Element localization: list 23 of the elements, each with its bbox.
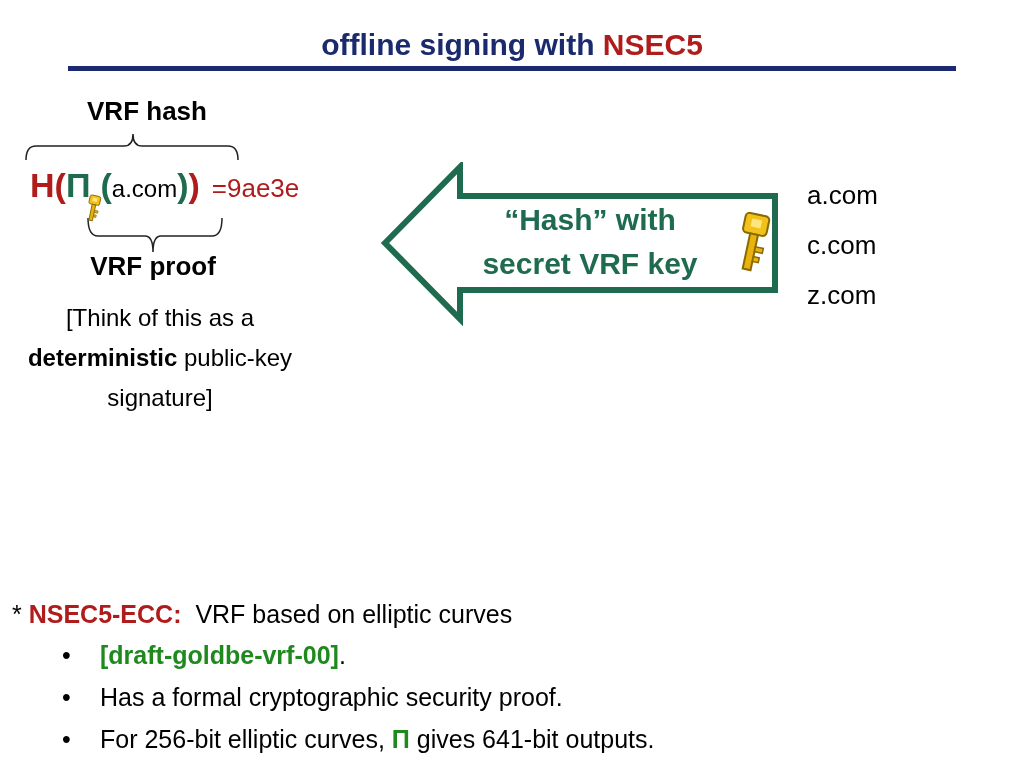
bullet-item: Has a formal cryptographic security proof. — [100, 682, 563, 713]
formula-text: ( — [100, 165, 112, 206]
title: offline signing with NSEC5 — [320, 27, 704, 63]
footnote-text: *NSEC5-ECC: VRF based on elliptic curves — [12, 599, 513, 630]
brace-label: VRF hash — [86, 95, 208, 128]
formula-text: H( — [30, 165, 66, 206]
formula-text: ) — [177, 165, 189, 206]
formula-text: a.com — [111, 175, 178, 202]
hash-value: =9ae3e — [211, 172, 300, 205]
block-arrow — [380, 162, 780, 326]
domain-name: a.com — [807, 179, 878, 212]
bullet-mark: • — [62, 724, 72, 755]
note-text: [Think of this as a deterministic public-key signature] — [26, 303, 294, 413]
bullet-item: [draft-goldbe-vrf-00]. — [100, 640, 346, 671]
formula-text: Π — [65, 165, 91, 206]
domain-name: z.com — [807, 279, 877, 312]
brace-label: VRF proof — [89, 250, 217, 283]
bullet-item: For 256-bit elliptic curves, Π gives 641-bit outputs. — [100, 724, 655, 755]
formula-text: ) — [188, 165, 200, 206]
bullet-mark: • — [62, 682, 72, 713]
arrow-label: “Hash” with secret VRF key — [481, 202, 699, 282]
domain-name: c.com — [807, 229, 877, 262]
bullet-mark: • — [62, 640, 72, 671]
